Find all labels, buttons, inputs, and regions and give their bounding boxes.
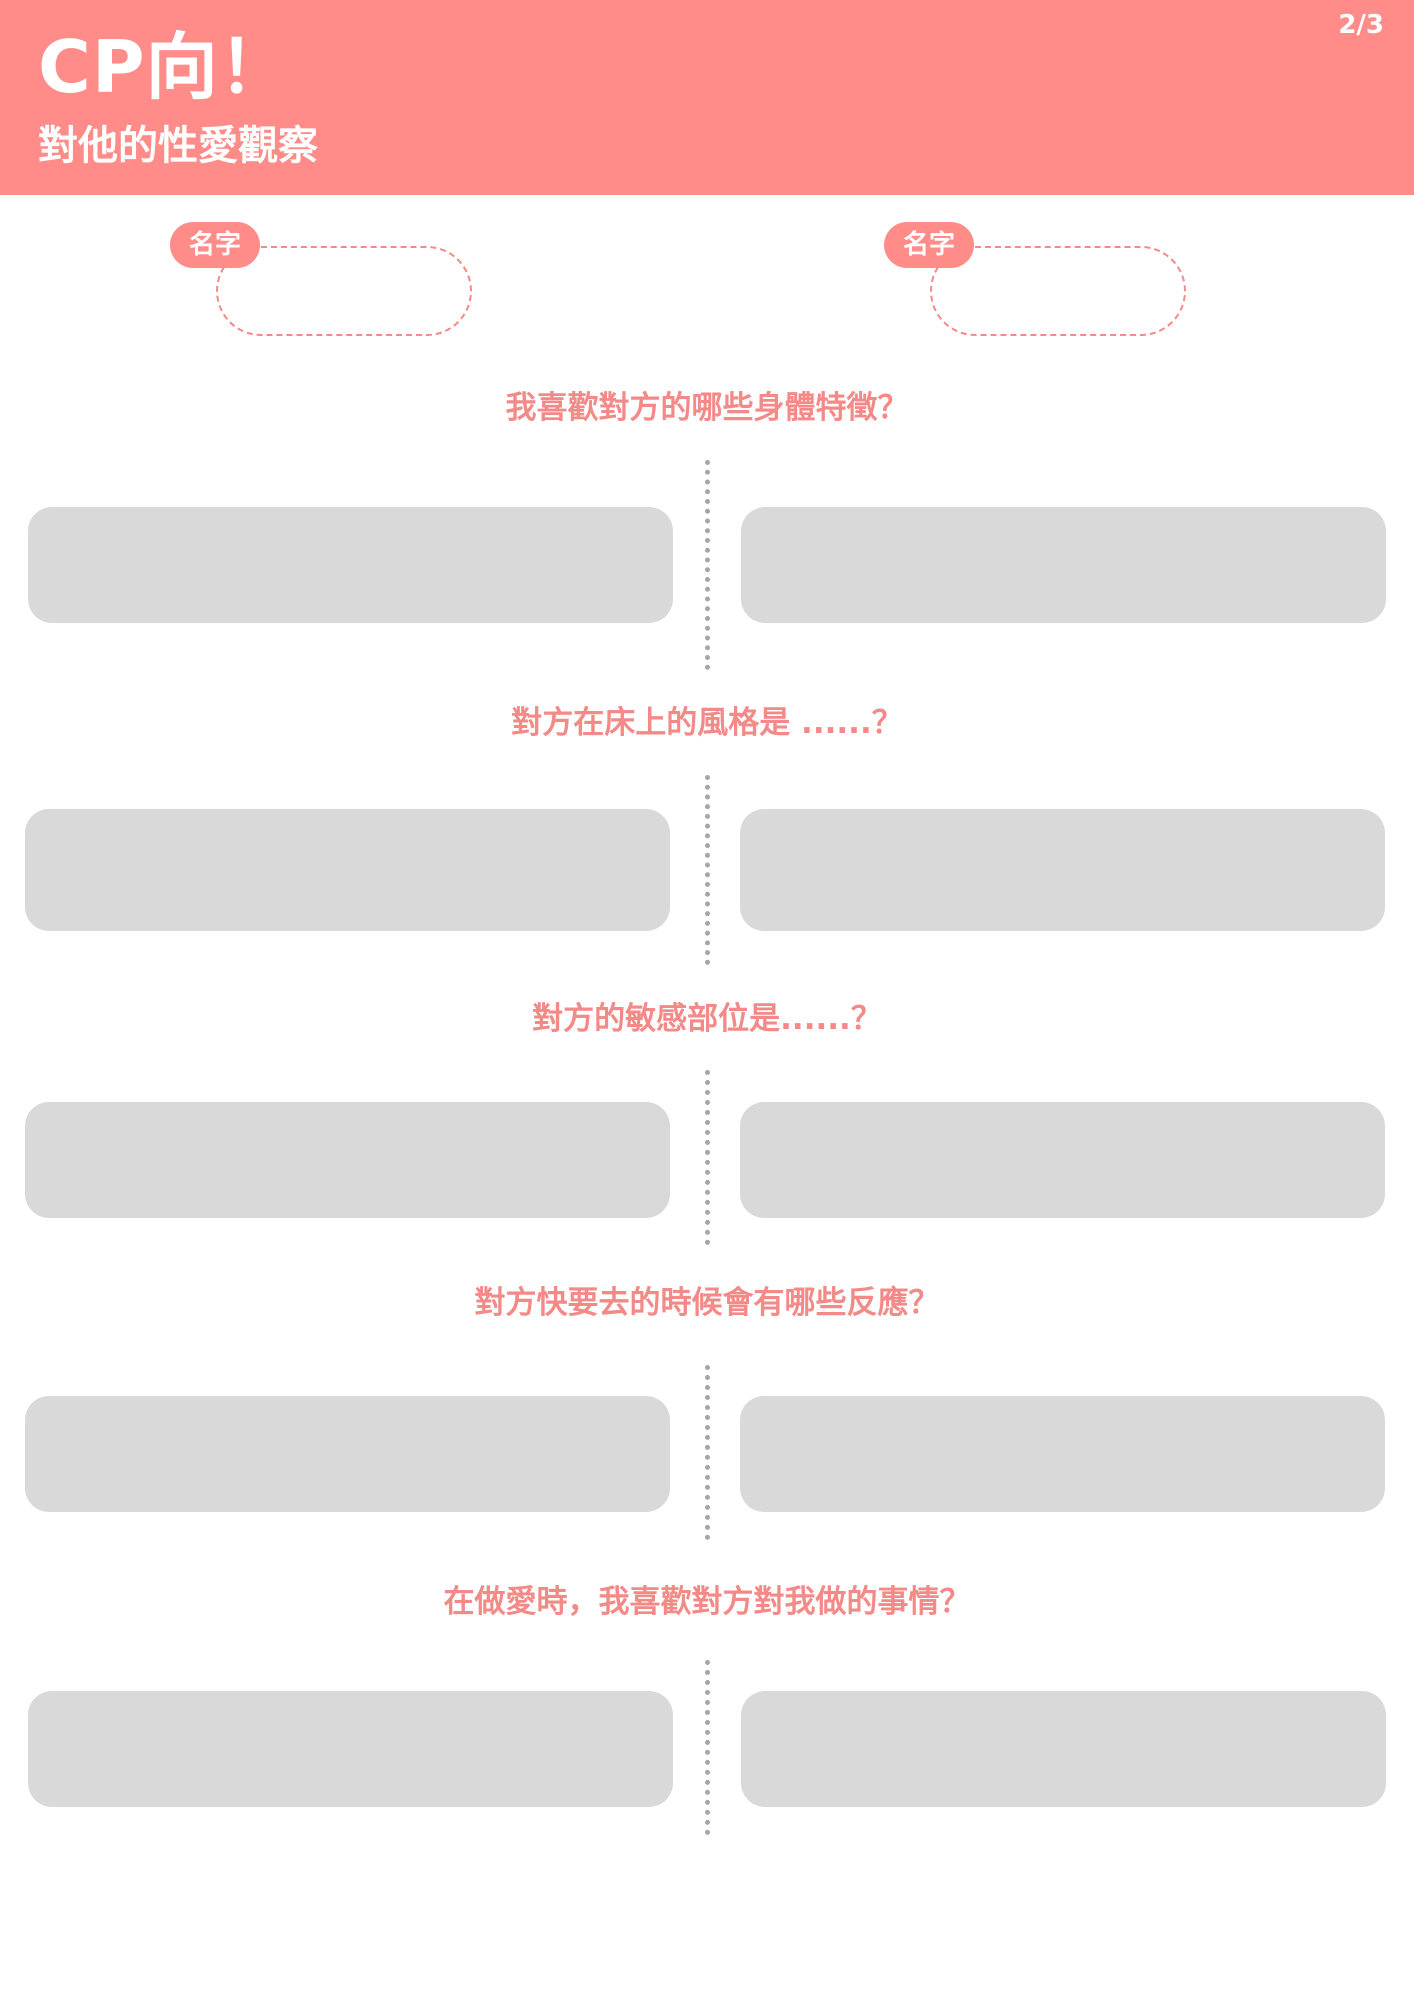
answer-box-right[interactable]: [740, 1102, 1385, 1218]
answer-box-left[interactable]: [28, 507, 673, 623]
page-title: CP向！: [38, 25, 292, 109]
answer-box-right[interactable]: [740, 1396, 1385, 1512]
answer-box-left[interactable]: [25, 809, 670, 931]
page-number: 2/3: [1338, 10, 1384, 40]
header-banner: CP向！ 對他的性愛觀察 2/3: [0, 0, 1414, 195]
name-input-left[interactable]: [216, 246, 472, 336]
name-tag-right: 名字: [884, 222, 974, 268]
answer-box-left[interactable]: [28, 1691, 673, 1807]
answer-box-right[interactable]: [740, 809, 1385, 931]
name-field-right: 名字: [882, 220, 1192, 350]
answer-box-left[interactable]: [25, 1396, 670, 1512]
column-divider: [705, 1660, 710, 1835]
question-heading: 對方快要去的時候會有哪些反應？: [474, 1285, 940, 1321]
name-input-right[interactable]: [930, 246, 1186, 336]
question-heading: 對方在床上的風格是 ......？: [511, 705, 903, 741]
column-divider: [705, 775, 710, 965]
question-heading: 在做愛時，我喜歡對方對我做的事情？: [443, 1584, 971, 1620]
answer-box-right[interactable]: [741, 1691, 1386, 1807]
column-divider: [705, 1365, 710, 1540]
answer-box-left[interactable]: [25, 1102, 670, 1218]
name-field-left: 名字: [168, 220, 478, 350]
page-subtitle: 對他的性愛觀察: [38, 123, 318, 169]
column-divider: [705, 460, 710, 670]
column-divider: [705, 1070, 710, 1245]
answer-box-right[interactable]: [741, 507, 1386, 623]
question-heading: 對方的敏感部位是......？: [532, 1001, 882, 1037]
name-tag-left: 名字: [170, 222, 260, 268]
question-heading: 我喜歡對方的哪些身體特徵？: [505, 390, 909, 426]
